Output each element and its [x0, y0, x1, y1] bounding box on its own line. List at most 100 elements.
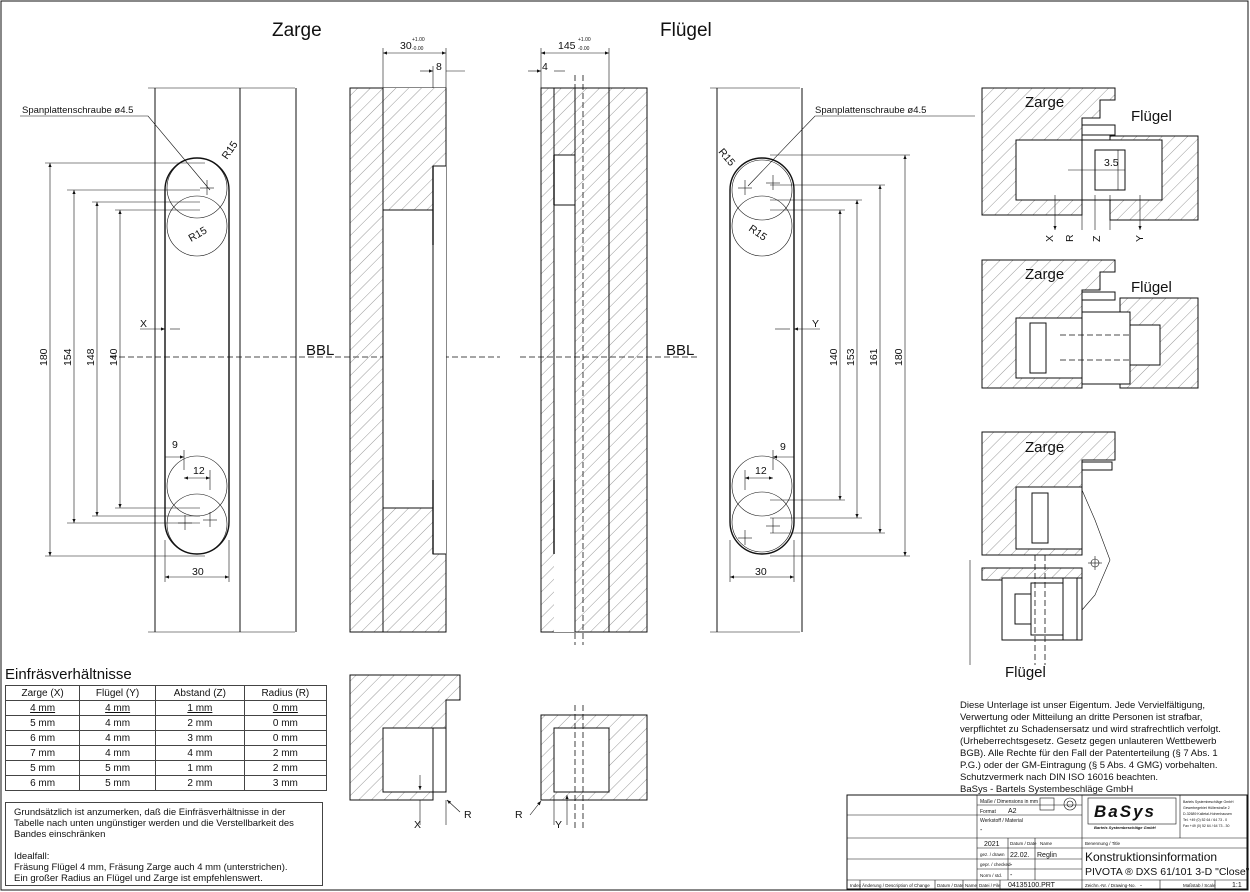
table-row: 6 mm 5 mm 2 mm 3 mm [4, 775, 328, 791]
table-cell: 6 mm [4, 730, 81, 746]
tb-drawn-label: gez. / drawn [980, 852, 1005, 857]
tb-drawn-date: 22.02. [1010, 852, 1030, 859]
table-header-row: Zarge (X) Flügel (Y) Abstand (Z) Radius … [4, 685, 328, 701]
table-cell: 5 mm [79, 760, 157, 776]
table-cell: 0 mm [243, 715, 328, 731]
table-cell: 4 mm [155, 745, 245, 761]
x-label-left: X [140, 318, 147, 330]
tb-change-label: Änderung / Description of Change [862, 882, 930, 888]
basys-logo-sub: Bartels Systembeschläge GmbH [1094, 825, 1156, 830]
tb-material-value: - [980, 827, 983, 834]
dim-12-left: 12 [193, 465, 205, 477]
bottom-r-label-right: R [515, 809, 523, 821]
table-row: 6 mm 4 mm 3 mm 0 mm [4, 730, 328, 746]
bottom-x-label: X [414, 819, 421, 831]
table-cell: 4 mm [79, 700, 157, 716]
dim-154-left: 154 [62, 348, 74, 366]
detail-3-zarge: Zarge [1025, 439, 1064, 456]
note-ideal-title: Idealfall: [14, 851, 50, 862]
dim-148-left: 148 [85, 348, 97, 366]
bottom-section-zarge [349, 674, 461, 825]
company-line: Bartels Systembeschläge GmbH [1183, 800, 1234, 804]
y-label-right: Y [812, 318, 819, 330]
tb-scale: 1:1 [1232, 882, 1242, 889]
company-line: Fax +49 (0) 52 64 / 64 73 - 30 [1183, 824, 1229, 828]
table-cell: 6 mm [4, 775, 81, 791]
dim-153-right: 153 [845, 348, 857, 366]
tb-name2-label: Name [965, 883, 978, 888]
table-cell: 4 mm [79, 745, 157, 761]
dim-12-right: 12 [755, 465, 767, 477]
company-line: Gewerbegebiet Hüllerstraße 2 [1183, 806, 1230, 810]
table-cell: 1 mm [155, 700, 245, 716]
dim-180-left: 180 [38, 348, 50, 366]
tb-date-label: Datum / Date [1010, 841, 1037, 846]
heading-fluegel: Flügel [660, 20, 712, 41]
copyright-line: P.G.) oder der GM-Eintragung (§ 5 Abs. 4… [960, 760, 1218, 771]
ratio-table: Zarge (X) Flügel (Y) Abstand (Z) Radius … [4, 685, 328, 791]
copyright-line: verpflichtet zu Schadensersatz und wird … [960, 724, 1221, 735]
tb-scale-label: Maßstab / Scale [1183, 883, 1216, 888]
dim-30-zarge: 30 [400, 40, 412, 52]
tb-date2-label: Datum / Date [937, 883, 964, 888]
dim-9-left: 9 [172, 439, 178, 451]
header-abstand: Abstand (Z) [155, 685, 245, 701]
tol-minus-fluegel: -0.00 [578, 46, 590, 52]
dim-3-5: 3.5 [1104, 157, 1119, 169]
detail-1-z: Z [1091, 235, 1103, 242]
r15-label-right-bottom: R15 [746, 223, 769, 244]
dim-140-left: 140 [108, 348, 120, 366]
bottom-r-label-left: R [464, 809, 472, 821]
tb-title-line1: Konstruktionsinformation [1085, 850, 1217, 864]
detail-view-2 [981, 259, 1199, 389]
table-cell: 1 mm [155, 760, 245, 776]
table-cell: 0 mm [243, 700, 328, 716]
tb-norm-value: - [1010, 872, 1013, 879]
copyright-line: Verwertung oder Mitteilung an dritte Per… [960, 712, 1202, 723]
bbl-label-right: BBL [666, 342, 694, 359]
copyright-line: Schutzvermerk nach DIN ISO 16016 beachte… [960, 772, 1158, 783]
table-cell: 2 mm [155, 715, 245, 731]
detail-1-r: R [1064, 234, 1076, 242]
tol-plus-zarge: +1.00 [412, 37, 425, 43]
copyright-line: (Urheberrechtsgesetz. Gesetz gegen unlau… [960, 736, 1216, 747]
table-row: 7 mm 4 mm 4 mm 2 mm [4, 745, 328, 761]
detail-1-fluegel: Flügel [1131, 108, 1172, 125]
table-cell: 2 mm [243, 760, 328, 776]
detail-2-fluegel: Flügel [1131, 279, 1172, 296]
copyright-line: Diese Unterlage ist unser Eigentum. Jede… [960, 700, 1205, 711]
table-cell: 7 mm [4, 745, 81, 761]
tb-title-line2: PIVOTA ® DXS 61/101 3-D "Close" [1085, 866, 1250, 878]
r15-label-right-top: R15 [716, 146, 738, 169]
dim-8-zarge: 8 [436, 61, 442, 73]
heading-zarge: Zarge [272, 20, 322, 41]
table-cell: 5 mm [4, 715, 81, 731]
table-row: 4 mm 4 mm 1 mm 0 mm [4, 700, 328, 716]
table-cell: 5 mm [79, 775, 157, 791]
bottom-section-fluegel [529, 705, 648, 830]
header-fluegel: Flügel (Y) [79, 685, 157, 701]
table-cell: 2 mm [243, 745, 328, 761]
table-cell: 4 mm [79, 715, 157, 731]
company-line: D-32689 Kalletal-Hohenhausen [1183, 812, 1232, 816]
ratio-title: Einfräsverhältnisse [5, 666, 132, 683]
dim-161-right: 161 [868, 348, 880, 366]
r15-label-left-top: R15 [220, 139, 241, 162]
table-cell: 3 mm [155, 730, 245, 746]
dim-4-fluegel: 4 [542, 61, 548, 73]
copyright-notice: Diese Unterlage ist unser Eigentum. Jede… [960, 700, 1221, 795]
tb-checked-label: gepr. / checked [980, 862, 1011, 867]
tb-index-label: Index [850, 883, 862, 888]
ratio-section: Einfräsverhältnisse Zarge (X) Flügel (Y)… [4, 666, 328, 791]
tb-format-label: Format [980, 809, 996, 815]
detail-1-zarge: Zarge [1025, 94, 1064, 111]
tb-format-value: A2 [1008, 808, 1017, 815]
title-block [846, 794, 1248, 890]
detail-1-x: X [1044, 235, 1056, 242]
notes-box: Grundsätzlich ist anzumerken, daß die Ei… [5, 802, 323, 886]
detail-view-1 [981, 87, 1199, 230]
note-ideal-line1: Fräsung Flügel 4 mm, Fräsung Zarge auch … [14, 862, 288, 873]
detail-2-zarge: Zarge [1025, 266, 1064, 283]
